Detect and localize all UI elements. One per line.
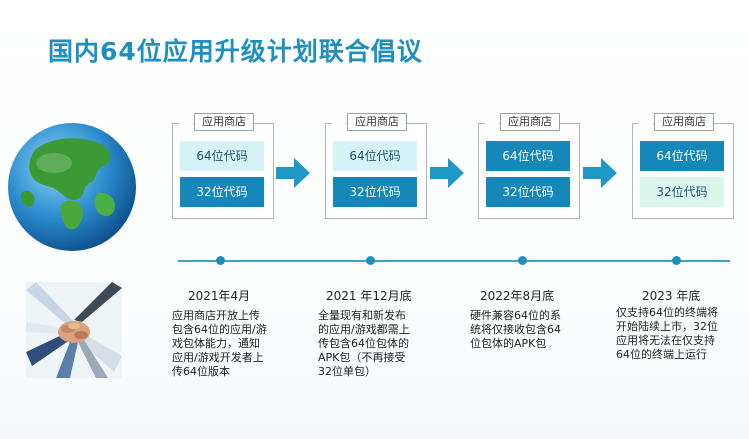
timeline-dot [518,256,527,265]
timeline-line [178,260,730,262]
arrow-right-icon [430,158,464,188]
code-64-block: 64位代码 [486,141,570,171]
desc-line: 应用/游戏开发者上 [172,351,264,364]
stage-4: 应用商店 64位代码 32位代码 [632,113,734,219]
desc-line: 统将仅接收包含64 [470,323,561,336]
code-64-block: 64位代码 [640,141,724,171]
arrow-right-icon [583,158,617,188]
slide-title: 国内64位应用升级计划联合倡议 [48,37,423,66]
desc-line: 戏包体能力，通知 [172,337,260,350]
milestone-date: 2021年4月 [188,289,251,303]
milestone-description: 仅支持64位的终端将 开始陆续上市，32位 应用将无法在仅支持 64位的终端上运… [616,306,718,362]
app-store-label: 应用商店 [347,113,407,131]
code-32-block: 32位代码 [333,177,417,207]
code-64-block: 64位代码 [180,141,264,171]
hands-image [26,282,122,378]
code-64-block: 64位代码 [333,141,417,171]
desc-line: 的应用/游戏都需上 [318,323,410,336]
milestone-description: 硬件兼容64位的系 统将仅接收包含64 位包体的APK包 [470,309,561,351]
desc-line: 32位单包） [318,365,376,378]
milestone-description: 全量现有和新发布 的应用/游戏都需上 传包含64位包体的 APK包（不再接受 3… [318,309,410,379]
stage-2: 应用商店 64位代码 32位代码 [325,113,427,219]
desc-line: APK包（不再接受 [318,351,406,364]
desc-line: 位包体的APK包 [470,337,547,350]
timeline-dot [366,256,375,265]
arrow-right-icon [276,158,310,188]
app-store-label: 应用商店 [500,113,560,131]
desc-line: 应用将无法在仅支持 [616,334,715,347]
desc-line: 传64位版本 [172,365,230,378]
milestone-description: 应用商店开放上传 包含64位的应用/游 戏包体能力，通知 应用/游戏开发者上 传… [172,309,267,379]
desc-line: 应用商店开放上传 [172,309,260,322]
milestone-date: 2023 年底 [642,289,701,303]
milestone-date: 2021 年12月底 [326,289,412,303]
code-32-block: 32位代码 [486,177,570,207]
desc-line: 仅支持64位的终端将 [616,306,718,319]
desc-line: 传包含64位包体的 [318,337,409,350]
desc-line: 64位的终端上运行 [616,348,707,361]
app-store-label: 应用商店 [194,113,254,131]
timeline-dot [672,256,681,265]
desc-line: 硬件兼容64位的系 [470,309,561,322]
desc-line: 包含64位的应用/游 [172,323,267,336]
globe-image [8,123,136,251]
desc-line: 开始陆续上市，32位 [616,320,718,333]
milestone-date: 2022年8月底 [480,289,555,303]
app-store-label: 应用商店 [654,113,714,131]
timeline-dot [216,256,225,265]
desc-line: 全量现有和新发布 [318,309,406,322]
stage-1: 应用商店 64位代码 32位代码 [172,113,274,219]
code-32-block: 32位代码 [180,177,264,207]
stage-3: 应用商店 64位代码 32位代码 [478,113,580,219]
code-32-block: 32位代码 [640,177,724,207]
